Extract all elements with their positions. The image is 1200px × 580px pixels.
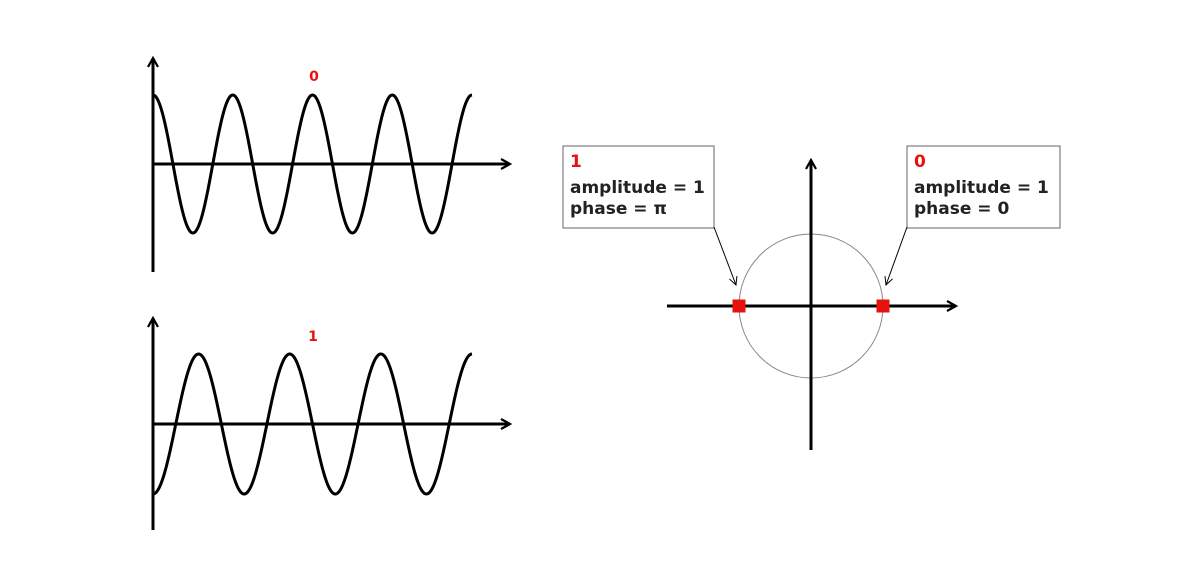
callout-box-0-frame [906,145,1061,229]
callout-1-pointer [713,226,736,285]
callout-box-bit-0: 0 amplitude = 1 phase = 0 [886,145,1061,285]
wave-1-bit-label: 1 [308,329,318,345]
constellation-point-0 [876,299,890,313]
callout-0-phase: phase = 0 [914,199,1009,219]
callout-0-bit-label: 0 [914,152,926,172]
waveform-bit-1: 1 [153,318,510,530]
wave-1-curve [152,352,473,496]
callout-1-amplitude: amplitude = 1 [570,178,705,198]
wave-0-curve [152,93,473,235]
callout-1-phase: phase = π [570,199,667,219]
waveform-bit-0: 0 [153,58,510,272]
callout-box-1-frame [562,145,715,229]
constellation-diagram: 1 amplitude = 1 phase = π 0 amplitude = … [562,145,1061,450]
constellation-point-1 [732,299,746,313]
wave-0-bit-label: 0 [309,69,319,85]
callout-0-pointer [886,226,908,285]
callout-0-amplitude: amplitude = 1 [914,178,1049,198]
callout-box-bit-1: 1 amplitude = 1 phase = π [562,145,736,285]
callout-1-bit-label: 1 [570,152,582,172]
